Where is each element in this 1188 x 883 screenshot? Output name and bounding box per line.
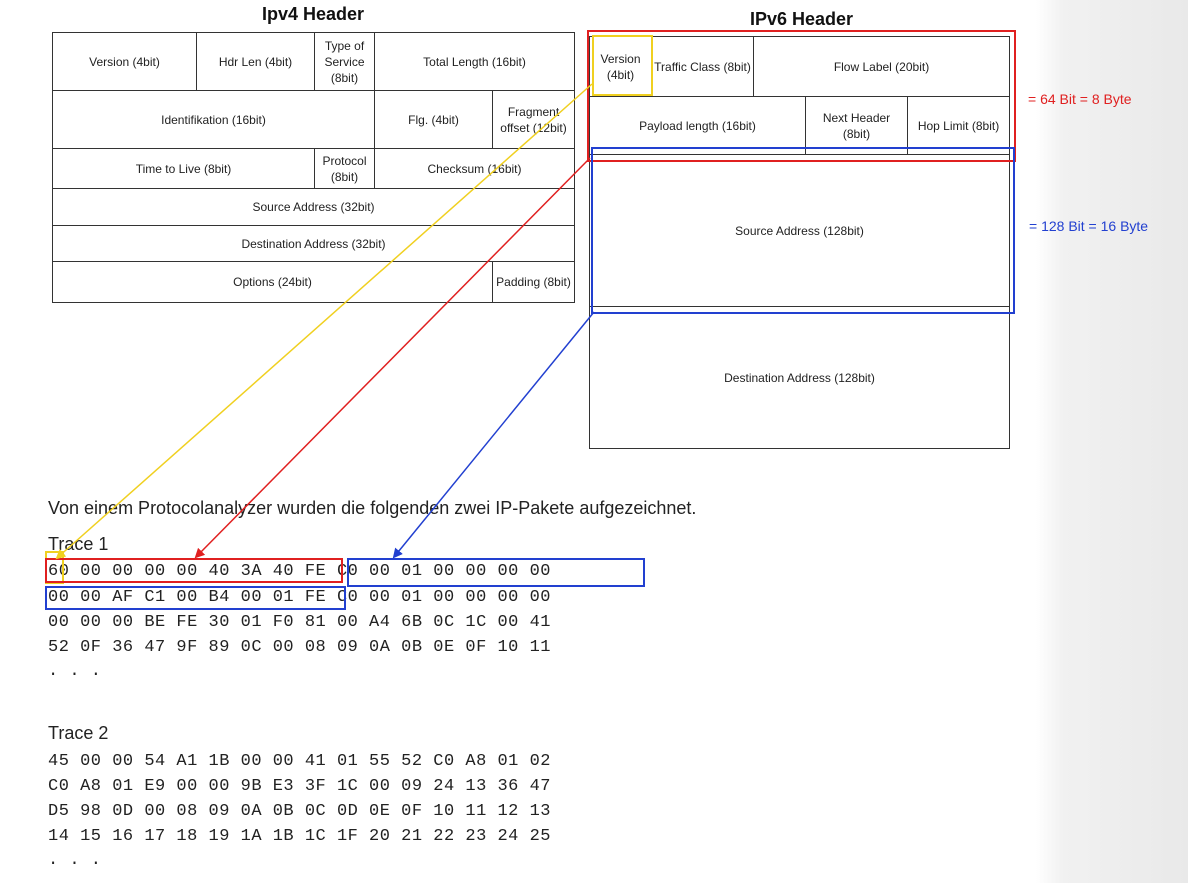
ipv4-protocol-field: Protocol (8bit) <box>314 148 375 189</box>
ipv6-version-field: Version (4bit) <box>589 36 652 97</box>
ipv6-traffic-class-field: Traffic Class (8bit) <box>651 36 754 97</box>
address-connector-arrow <box>392 311 595 559</box>
ipv4-total-length-field: Total Length (16bit) <box>373 32 576 91</box>
trace-2-row: 45 00 00 54 A1 1B 00 00 41 01 55 52 C0 A… <box>48 752 551 771</box>
trace-2-row: D5 98 0D 00 08 09 0A 0B 0C 0D 0E 0F 10 1… <box>48 802 551 821</box>
trace-1-row: 00 00 AF C1 00 B4 00 01 FE C0 00 01 00 0… <box>48 588 551 607</box>
trace-2-row: 14 15 16 17 18 19 1A 1B 1C 1F 20 21 22 2… <box>48 827 551 846</box>
header-size-note: = 64 Bit = 8 Byte <box>1028 91 1132 107</box>
ipv4-options-field: Options (24bit) <box>52 261 493 303</box>
page-margin-shading <box>1036 0 1188 883</box>
trace-1-row: 00 00 00 BE FE 30 01 F0 81 00 A4 6B 0C 1… <box>48 613 551 632</box>
ipv6-destination-address-field: Destination Address (128bit) <box>588 306 1011 449</box>
ipv4-padding-field: Padding (8bit) <box>491 261 576 303</box>
trace-1-row: 52 0F 36 47 9F 89 0C 00 08 09 0A 0B 0E 0… <box>48 638 551 657</box>
ipv6-header-table: Version (4bit) Traffic Class (8bit) Flow… <box>588 36 1011 449</box>
ipv6-flow-label-field: Flow Label (20bit) <box>752 36 1011 97</box>
intro-text: Von einem Protocolanalyzer wurden die fo… <box>48 498 697 518</box>
ipv4-identification-field: Identifikation (16bit) <box>52 90 375 149</box>
trace-1-ellipsis: . . . <box>48 662 102 681</box>
header-connector-arrow <box>194 157 591 559</box>
address-size-note: = 128 Bit = 16 Byte <box>1029 218 1149 234</box>
ipv4-destination-address-field: Destination Address (32bit) <box>51 225 576 262</box>
ipv4-header-title: Ipv4 Header <box>262 4 365 24</box>
version-connector-arrow <box>55 83 593 560</box>
ipv6-payload-length-field: Payload length (16bit) <box>589 96 806 155</box>
ipv6-hop-limit-field: Hop Limit (8bit) <box>906 96 1011 155</box>
ipv6-header-title: IPv6 Header <box>750 9 854 29</box>
trace-2-row: C0 A8 01 E9 00 00 9B E3 3F 1C 00 09 24 1… <box>48 777 551 796</box>
ipv4-header-table: Version (4bit) Hdr Len (4bit) Type of Se… <box>51 32 576 303</box>
ipv4-checksum-field: Checksum (16bit) <box>373 148 576 189</box>
trace-2-ellipsis: . . . <box>48 851 102 870</box>
trace-2-title: Trace 2 <box>48 723 109 743</box>
ipv4-ttl-field: Time to Live (8bit) <box>52 148 315 189</box>
ipv6-source-address-field: Source Address (128bit) <box>588 154 1011 307</box>
